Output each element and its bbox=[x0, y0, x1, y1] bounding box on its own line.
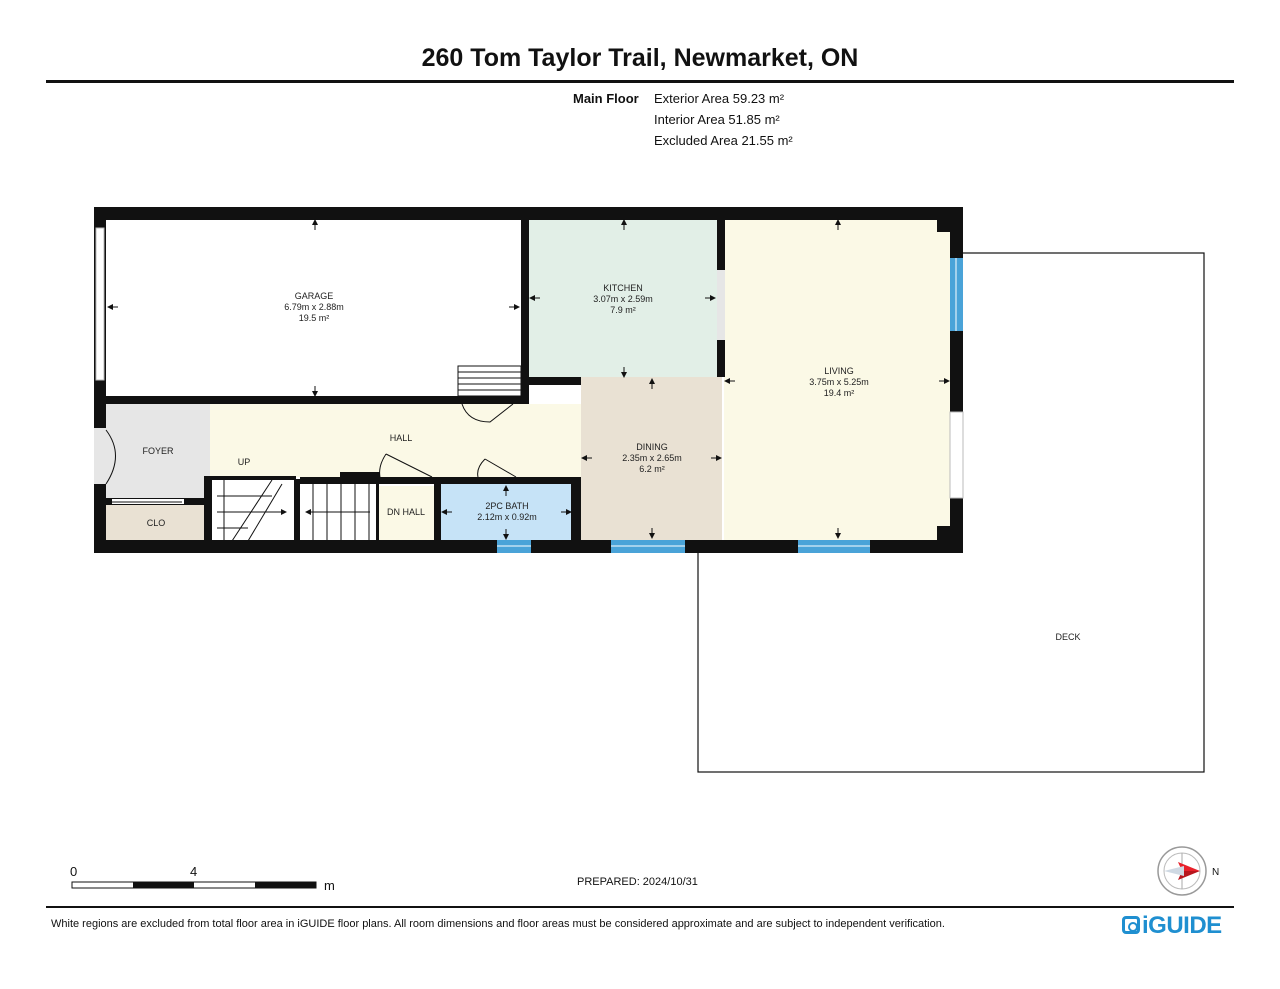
wall-garage-kitchen bbox=[521, 220, 529, 404]
dnhall-door-swing bbox=[379, 453, 433, 478]
floor-name: Main Floor bbox=[573, 91, 639, 106]
brand-logo[interactable]: iGUIDE bbox=[1122, 912, 1222, 940]
prepared-date: PREPARED: 2024/10/31 bbox=[577, 876, 698, 888]
garage-fill bbox=[106, 220, 521, 396]
kitchen-dims: 3.07m x 2.59m bbox=[593, 294, 653, 304]
footer-divider bbox=[46, 906, 1234, 908]
bath-dims: 2.12m x 0.92m bbox=[477, 512, 537, 522]
garage-door-swing bbox=[461, 403, 514, 423]
dn-hall-label: DN HALL bbox=[387, 507, 425, 517]
dining-name: DINING bbox=[636, 442, 668, 452]
wall-bath-right bbox=[571, 477, 581, 541]
dn-hall-fill bbox=[378, 486, 434, 541]
scale-mark-2: 4 bbox=[190, 864, 198, 879]
garage-door-opening bbox=[95, 227, 105, 381]
foyer-door-swing bbox=[105, 429, 116, 485]
wall-stair-divider bbox=[294, 479, 300, 541]
exterior-area: Exterior Area 59.23 m² bbox=[654, 91, 785, 106]
deck-label: DECK bbox=[1055, 632, 1080, 642]
wall-hall-bottom-b bbox=[204, 476, 214, 480]
foyer-label: FOYER bbox=[142, 446, 174, 456]
wall-kitchen-bottom bbox=[529, 377, 581, 385]
wall-right-notch-bot bbox=[937, 526, 950, 540]
living-name: LIVING bbox=[824, 366, 854, 376]
wall-bath-top bbox=[434, 477, 581, 484]
dining-dims: 2.35m x 2.65m bbox=[622, 453, 682, 463]
dining-fill bbox=[581, 377, 722, 540]
stair-down-treads bbox=[305, 484, 370, 541]
wall-kitchen-living-top bbox=[717, 220, 725, 270]
dimension-arrows bbox=[107, 219, 950, 540]
hall-fill bbox=[210, 404, 581, 477]
wall-right-notch-top bbox=[937, 220, 950, 232]
bath-door-swing bbox=[477, 458, 517, 478]
page-title: 260 Tom Taylor Trail, Newmarket, ON bbox=[421, 44, 859, 72]
scale-mark-0: 0 bbox=[70, 864, 78, 879]
garage-dims: 6.79m x 2.88m bbox=[284, 302, 344, 312]
compass-icon: N bbox=[1157, 846, 1219, 896]
wall-garage-bottom bbox=[94, 396, 514, 404]
dining-area: 6.2 m² bbox=[639, 464, 665, 474]
stair-up-label: UP bbox=[238, 457, 251, 467]
interior-area: Interior Area 51.85 m² bbox=[654, 112, 780, 127]
wall-stair-top bbox=[214, 476, 296, 480]
garage-name: GARAGE bbox=[295, 291, 334, 301]
iguide-logo-icon bbox=[1122, 916, 1140, 934]
kitchen-fill bbox=[529, 220, 719, 377]
living-dims: 3.75m x 5.25m bbox=[809, 377, 869, 387]
compass-label: N bbox=[1212, 867, 1219, 878]
brand-name: iGUIDE bbox=[1142, 912, 1222, 939]
wall-hall-bottom-a bbox=[204, 476, 212, 541]
wall-dnhall-left bbox=[376, 484, 379, 541]
living-area: 19.4 m² bbox=[824, 388, 855, 398]
stair-up-treads bbox=[217, 479, 287, 542]
wall-kitchen-living-bot bbox=[717, 340, 725, 377]
wall-stairdn-top bbox=[300, 477, 435, 484]
kitchen-area: 7.9 m² bbox=[610, 305, 636, 315]
wall-dnhall-right bbox=[434, 477, 441, 541]
wall-stub-hall bbox=[340, 472, 380, 478]
garage-step-post bbox=[513, 396, 521, 404]
garage-area: 19.5 m² bbox=[299, 313, 330, 323]
clo-label: CLO bbox=[147, 518, 166, 528]
living-slider-opening bbox=[949, 411, 964, 499]
title-divider bbox=[46, 80, 1234, 83]
garage-steps bbox=[457, 365, 522, 397]
excluded-area: Excluded Area 21.55 m² bbox=[654, 133, 793, 148]
bath-name: 2PC BATH bbox=[485, 501, 528, 511]
living-fill bbox=[724, 220, 951, 540]
foyer-door-opening bbox=[94, 428, 106, 484]
foyer-fill bbox=[106, 404, 210, 499]
kitchen-name: KITCHEN bbox=[603, 283, 643, 293]
hall-label: HALL bbox=[390, 433, 413, 443]
scale-bar bbox=[71, 881, 317, 889]
clo-fill bbox=[106, 505, 204, 541]
kitchen-living-opening bbox=[717, 270, 725, 340]
disclaimer: White regions are excluded from total fl… bbox=[51, 918, 945, 930]
scale-unit: m bbox=[324, 878, 335, 893]
wall-top bbox=[94, 207, 963, 220]
